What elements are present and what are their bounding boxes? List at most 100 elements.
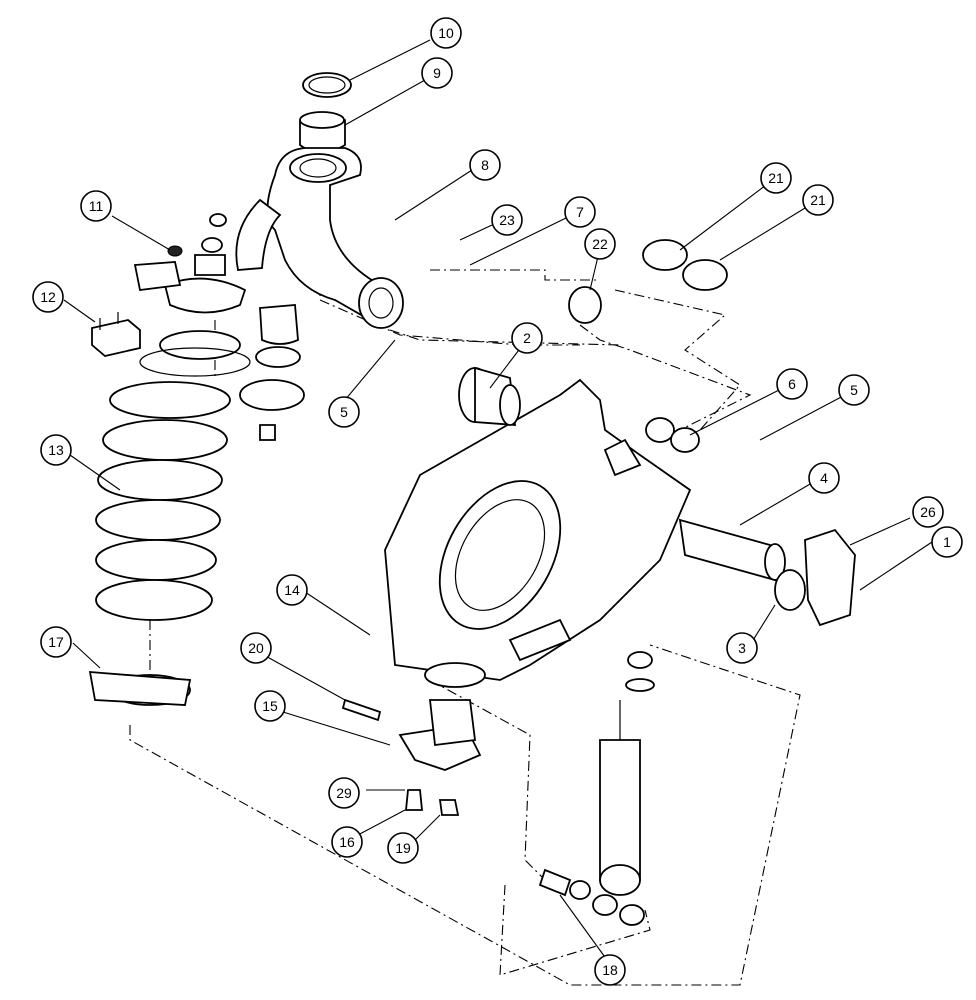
callout-label: 20 <box>248 640 264 656</box>
callout-29: 29 <box>328 777 360 809</box>
callout-label: 22 <box>592 236 608 252</box>
callout-23: 23 <box>491 204 523 236</box>
sleeve-18 <box>538 868 572 897</box>
callout-circle <box>328 777 360 809</box>
shock-absorber <box>569 651 655 926</box>
callout-17: 17 <box>40 626 72 658</box>
callout-22: 22 <box>584 228 616 260</box>
callout-circle <box>838 374 870 406</box>
callout-circle <box>776 368 808 400</box>
nut-19 <box>438 799 460 816</box>
callout-21: 21 <box>802 184 834 216</box>
callout-label: 10 <box>438 25 454 41</box>
callout-label: 21 <box>810 192 826 208</box>
callout-9: 9 <box>421 57 453 89</box>
callout-label: 9 <box>433 65 441 81</box>
callout-circle <box>802 184 834 216</box>
callout-label: 21 <box>768 170 784 186</box>
callout-circle <box>931 526 963 558</box>
spacer-22 <box>568 286 602 324</box>
callout-circle <box>491 204 523 236</box>
callout-label: 13 <box>48 442 64 458</box>
king-pin-housing-8 <box>235 147 404 329</box>
callout-11: 11 <box>80 190 112 222</box>
callout-label: 18 <box>602 962 618 978</box>
pivot-shaft-4 <box>678 518 786 582</box>
callout-26: 26 <box>912 496 944 528</box>
flange-bearing-2 <box>458 366 521 426</box>
seal-ring-10 <box>302 72 352 98</box>
callout-label: 17 <box>48 634 64 650</box>
callout-label: 6 <box>788 376 796 392</box>
suspension-arm-14 <box>384 378 692 688</box>
callout-5: 5 <box>838 374 870 406</box>
callout-18: 18 <box>594 954 626 986</box>
callout-label: 29 <box>336 785 352 801</box>
callout-label: 16 <box>339 834 355 850</box>
callout-circle <box>760 162 792 194</box>
coil-spring-13 <box>88 330 251 706</box>
callout-13: 13 <box>40 434 72 466</box>
callout-circle <box>511 322 543 354</box>
callout-label: 14 <box>284 582 300 598</box>
callout-circle <box>387 832 419 864</box>
callout-10: 10 <box>430 17 462 49</box>
callout-circle <box>276 574 308 606</box>
callout-circle <box>240 632 272 664</box>
bushing-9 <box>299 111 346 154</box>
callout-2: 2 <box>511 322 543 354</box>
callout-label: 5 <box>340 404 348 420</box>
callout-circle <box>808 462 840 494</box>
callout-label: 15 <box>262 698 278 714</box>
callout-label: 4 <box>820 470 828 486</box>
callout-label: 19 <box>395 840 411 856</box>
shims-21 <box>642 239 728 291</box>
callout-14: 14 <box>276 574 308 606</box>
callout-label: 1 <box>943 534 951 550</box>
callout-7: 7 <box>564 196 596 228</box>
callout-label: 2 <box>523 330 531 346</box>
callout-21: 21 <box>760 162 792 194</box>
end-plate-26 <box>774 528 856 627</box>
bumper-block-12 <box>91 312 141 357</box>
callout-circle <box>469 149 501 181</box>
callout-3: 3 <box>726 632 758 664</box>
callout-circle <box>564 196 596 228</box>
callout-circle <box>430 17 462 49</box>
clevis-15 <box>398 699 482 771</box>
callout-8: 8 <box>469 149 501 181</box>
callout-label: 5 <box>850 382 858 398</box>
callout-1: 1 <box>931 526 963 558</box>
bolt-16 <box>405 789 423 811</box>
callout-5: 5 <box>328 396 360 428</box>
callout-15: 15 <box>254 690 286 722</box>
callout-label: 26 <box>920 504 936 520</box>
callout-circle <box>32 281 64 313</box>
callout-12: 12 <box>32 281 64 313</box>
callout-circle <box>40 626 72 658</box>
callout-circle <box>328 396 360 428</box>
callout-circle <box>254 690 286 722</box>
callout-circle <box>726 632 758 664</box>
callout-16: 16 <box>331 826 363 858</box>
callout-label: 23 <box>499 212 515 228</box>
callout-label: 12 <box>40 289 56 305</box>
callout-label: 7 <box>576 204 584 220</box>
callout-label: 8 <box>481 157 489 173</box>
callout-label: 3 <box>738 640 746 656</box>
callout-6: 6 <box>776 368 808 400</box>
callout-20: 20 <box>240 632 272 664</box>
spring-seat-upper-11 <box>133 213 247 314</box>
callout-circle <box>331 826 363 858</box>
callout-circle <box>80 190 112 222</box>
leader-lines <box>63 39 933 961</box>
callout-circle <box>40 434 72 466</box>
callout-circle <box>584 228 616 260</box>
callout-label: 11 <box>89 198 104 214</box>
pin-20 <box>341 698 382 722</box>
callout-19: 19 <box>387 832 419 864</box>
spring-spacer <box>239 304 305 441</box>
callout-circle <box>421 57 453 89</box>
